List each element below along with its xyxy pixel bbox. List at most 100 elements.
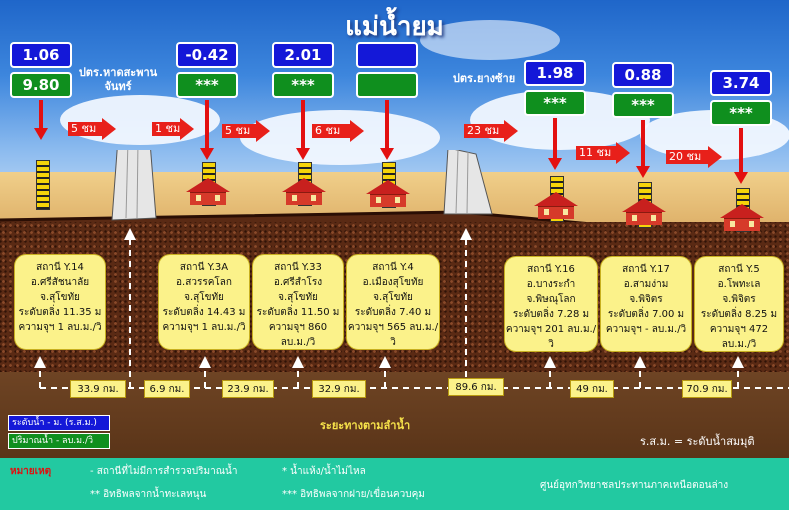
station-district: อ.เมืองสุโขทัย: [362, 277, 424, 288]
down-arrow: [739, 128, 743, 174]
station-id: สถานี Y.16: [527, 264, 575, 275]
flow-box: 9.80: [10, 72, 72, 98]
flow-box: ***: [710, 100, 772, 126]
station-district: อ.ศรีสำโรง: [273, 277, 323, 288]
travel-time-arrow: 1 ชม: [152, 118, 194, 140]
house-icon: [282, 178, 326, 205]
flow-box: ***: [524, 90, 586, 116]
house-icon: [186, 178, 230, 205]
channel-distance-label: ระยะทางตามลำน้ำ: [320, 419, 411, 432]
travel-time-arrow: 11 ชม: [576, 142, 630, 164]
down-arrow-head: [380, 148, 394, 160]
down-arrow: [39, 100, 43, 130]
station-bank-level: ระดับตลิ่ง 7.28 ม: [512, 309, 590, 320]
cloud: [420, 20, 560, 60]
station-district: อ.สามง่าม: [623, 279, 669, 290]
station-id: สถานี Y.17: [622, 264, 670, 275]
station-bank-level: ระดับตลิ่ง 14.43 ม: [162, 307, 246, 318]
station-id: สถานี Y.14: [36, 262, 84, 273]
legend-note-3: ** อิทธิพลจากน้ำทะเลหนุน: [90, 489, 207, 500]
station-id: สถานี Y.33: [274, 262, 322, 273]
station-bank-level: ระดับตลิ่ง 11.35 ม: [18, 307, 102, 318]
down-arrow-head: [734, 172, 748, 184]
page-title: แม่น้ำยม: [345, 12, 444, 42]
travel-time-arrow: 5 ชม: [68, 118, 116, 140]
station-province: จ.สุโขทัย: [40, 292, 80, 303]
legend-bar: [0, 458, 789, 510]
down-arrow-head: [200, 148, 214, 160]
station-id: สถานี Y.3A: [179, 262, 229, 273]
station-info-card: สถานี Y.33 อ.ศรีสำโรง จ.สุโขทัย ระดับตลิ…: [252, 254, 344, 350]
station-province: จ.พิษณุโลก: [526, 294, 576, 305]
key-water-flow: ปริมาณน้ำ - ลบ.ม./วิ: [8, 433, 110, 449]
down-arrow-head: [548, 158, 562, 170]
station-province: จ.สุโขทัย: [184, 292, 224, 303]
station-info-card: สถานี Y.4 อ.เมืองสุโขทัย จ.สุโขทัย ระดับ…: [346, 254, 440, 350]
down-arrow: [301, 100, 305, 150]
distance-label: 6.9 กม.: [144, 380, 190, 398]
flow-box: ***: [612, 92, 674, 118]
level-box: 3.74: [710, 70, 772, 96]
down-arrow-head: [296, 148, 310, 160]
ground-strip: [0, 372, 789, 458]
distance-label: 89.6 กม.: [448, 378, 504, 396]
distance-label: 49 กม.: [570, 380, 614, 398]
house-icon: [366, 180, 410, 207]
down-arrow: [385, 100, 389, 150]
distance-label: 23.9 กม.: [222, 380, 274, 398]
level-box: 2.01: [272, 42, 334, 68]
level-box: [356, 42, 418, 68]
house-icon: [534, 192, 578, 219]
gate-label: ปตร.ยางซ้าย: [452, 72, 516, 85]
key-water-level: ระดับน้ำ - ม. (ร.ส.ม.): [8, 415, 110, 431]
down-arrow-head: [34, 128, 48, 140]
legend-note-2: * น้ำแห้ง/น้ำไม่ไหล: [282, 466, 366, 477]
station-district: อ.ศรีสัชนาลัย: [30, 277, 90, 288]
station-province: จ.พิจิตร: [629, 294, 663, 305]
rsm-note: ร.ส.ม. = ระดับน้ำสมมุติ: [640, 435, 755, 448]
travel-time-arrow: 23 ชม: [464, 120, 518, 142]
level-box: -0.42: [176, 42, 238, 68]
down-arrow-head: [636, 166, 650, 178]
travel-time-arrow: 20 ชม: [666, 146, 722, 168]
station-capacity: ความจุฯ 860 ลบ.ม./วิ: [268, 322, 328, 348]
station-province: จ.พิจิตร: [722, 294, 756, 305]
distance-label: 33.9 กม.: [70, 380, 126, 398]
legend-note-4: *** อิทธิพลจากฝาย/เขื่อนควบคุม: [282, 489, 425, 500]
house-icon: [622, 198, 666, 225]
flow-box: ***: [272, 72, 334, 98]
level-box: 1.98: [524, 60, 586, 86]
water-gauge: [36, 160, 50, 210]
station-province: จ.สุโขทัย: [278, 292, 318, 303]
station-capacity: ความจุฯ - ลบ.ม./วิ: [605, 324, 687, 335]
station-capacity: ความจุฯ 472 ลบ.ม./วิ: [709, 324, 769, 350]
down-arrow: [205, 100, 209, 150]
station-capacity: ความจุฯ 201 ลบ.ม./วิ: [505, 324, 597, 350]
legend-heading: หมายเหตุ: [10, 466, 52, 477]
level-box: 1.06: [10, 42, 72, 68]
travel-time-arrow: 5 ชม: [222, 120, 270, 142]
station-capacity: ความจุฯ 1 ลบ.ม./วิ: [18, 322, 102, 333]
station-bank-level: ระดับตลิ่ง 8.25 ม: [700, 309, 778, 320]
flow-box: [356, 72, 418, 98]
station-info-card: สถานี Y.16 อ.บางระกำ จ.พิษณุโลก ระดับตลิ…: [504, 256, 598, 352]
station-info-card: สถานี Y.3A อ.สวรรคโลก จ.สุโขทัย ระดับตลิ…: [158, 254, 250, 350]
house-icon: [720, 204, 764, 231]
down-arrow: [641, 120, 645, 168]
organization-name: ศูนย์อุทกวิทยาชลประทานภาคเหนือตอนล่าง: [540, 480, 729, 491]
distance-label: 70.9 กม.: [682, 380, 732, 398]
station-id: สถานี Y.5: [718, 264, 760, 275]
station-capacity: ความจุฯ 1 ลบ.ม./วิ: [162, 322, 246, 333]
station-bank-level: ระดับตลิ่ง 7.00 ม: [607, 309, 685, 320]
travel-time-arrow: 6 ชม: [312, 120, 364, 142]
level-box: 0.88: [612, 62, 674, 88]
station-district: อ.บางระกำ: [526, 279, 576, 290]
distance-label: 32.9 กม.: [312, 380, 366, 398]
station-bank-level: ระดับตลิ่ง 11.50 ม: [256, 307, 340, 318]
station-capacity: ความจุฯ 565 ลบ.ม./วิ: [347, 322, 439, 348]
gate-label: ปตร.หาดสะพาน จันทร์: [78, 66, 158, 93]
flow-box: ***: [176, 72, 238, 98]
station-district: อ.สวรรคโลก: [176, 277, 232, 288]
station-info-card: สถานี Y.5 อ.โพทะเล จ.พิจิตร ระดับตลิ่ง 8…: [694, 256, 784, 352]
